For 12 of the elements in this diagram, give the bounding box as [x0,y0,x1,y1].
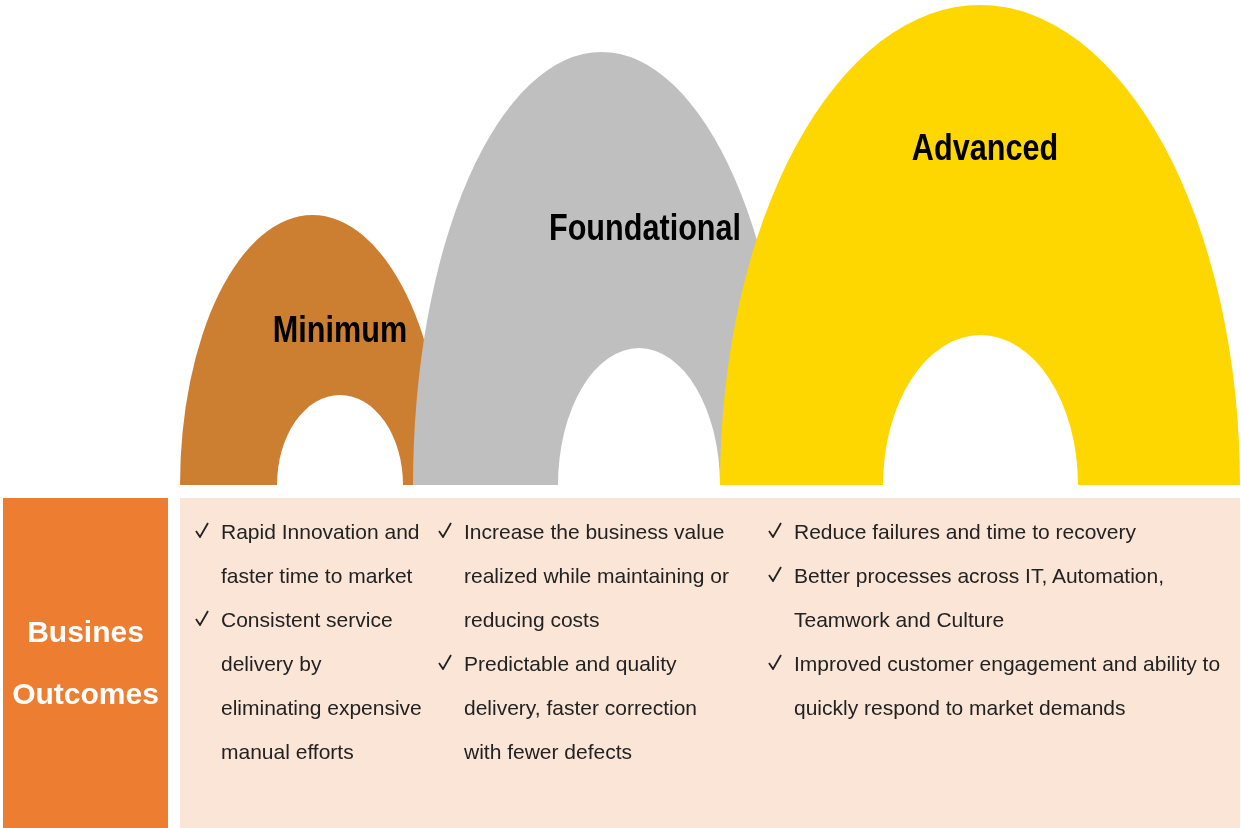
outcome-text: Increase the business value realized while maintaining or reducing costs [464,519,730,633]
outcome-text: Consistent service delivery by eliminating expensive manual efforts [221,607,423,765]
outcome-text: Better processes across IT, Automation, Teamwork and Culture [794,563,1165,633]
outcome-text: Reduce failures and time to recovery [794,519,1137,545]
outcome-text: Rapid Innovation and faster time to market [221,519,421,589]
stage-label: Foundational [548,207,742,249]
stage-label: Minimum [272,309,408,351]
outcomes-panel [180,498,1240,828]
row-header: Busines Outcomes [3,498,168,828]
stage-label: Advanced [911,127,1059,169]
outcome-text: Predictable and quality delivery, faster correction with fewer defects [464,651,699,765]
outcome-text: Improved customer engagement and ability to quickly respond to market demands [794,651,1222,721]
